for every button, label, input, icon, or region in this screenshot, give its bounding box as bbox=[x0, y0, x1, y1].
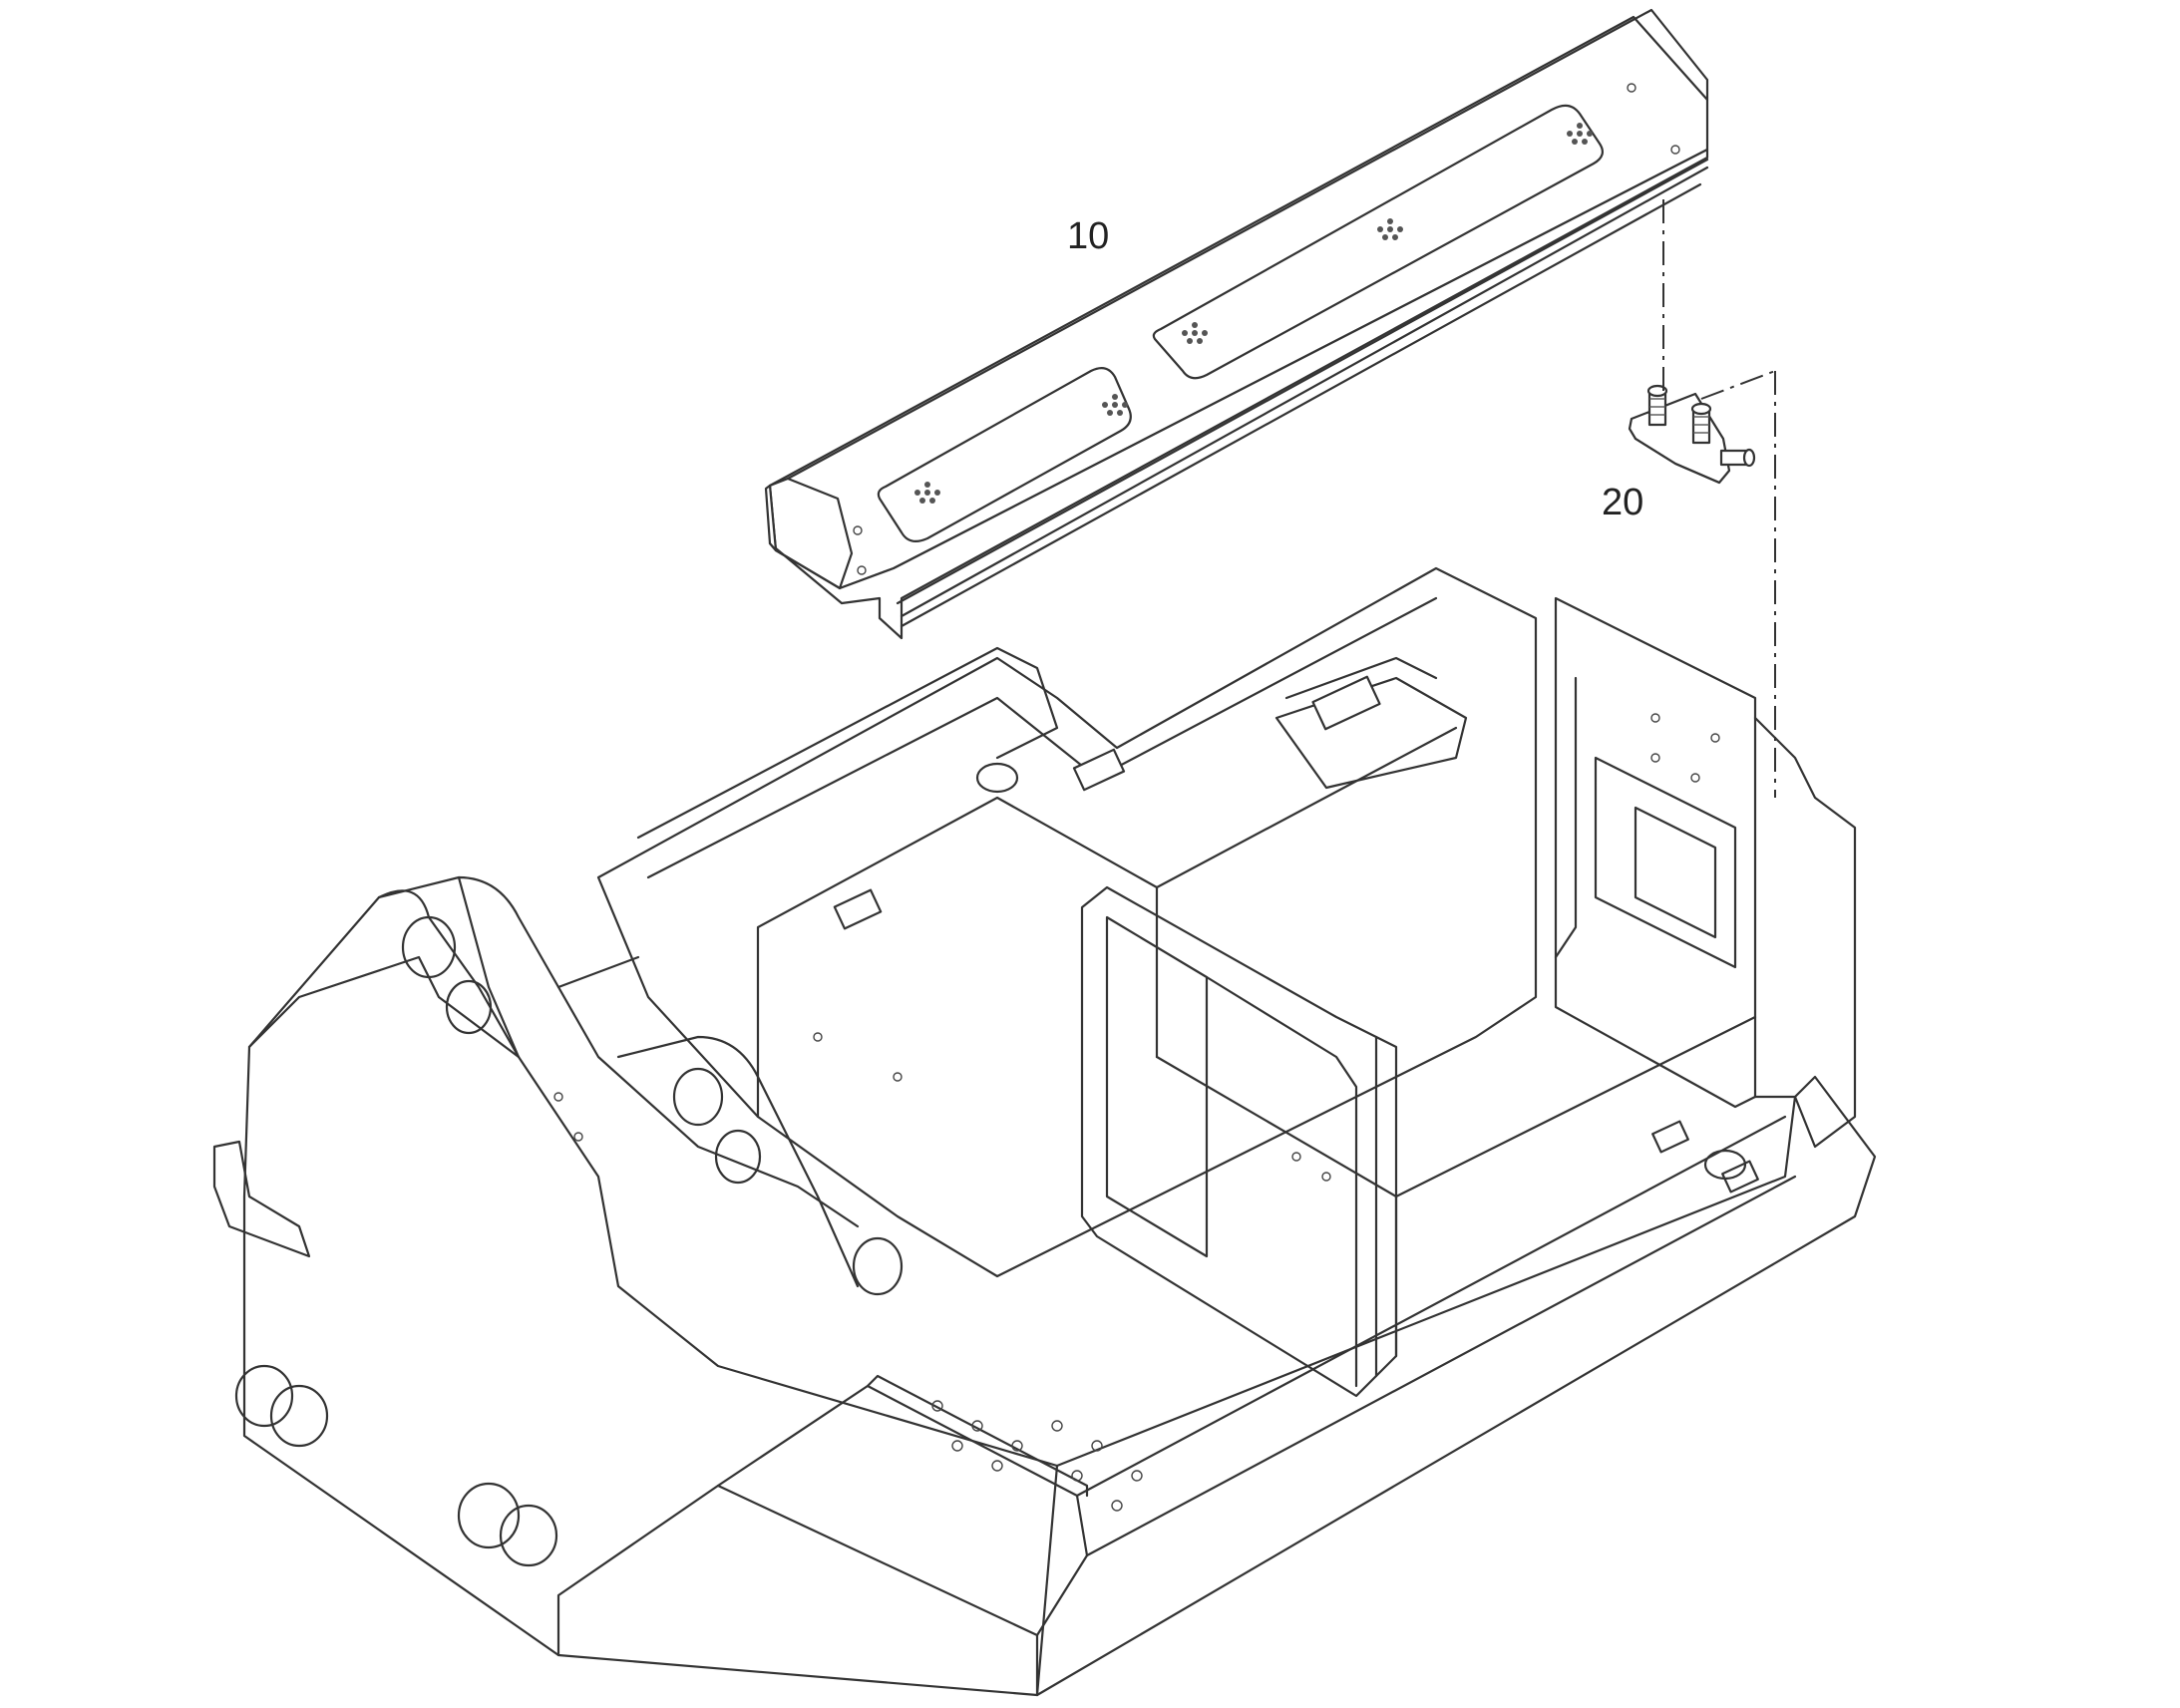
assembly-center-lines bbox=[1662, 199, 1776, 798]
machine-base-frame bbox=[212, 566, 1877, 1697]
part-20-bracket bbox=[1628, 384, 1756, 485]
callout-10: 10 bbox=[1067, 215, 1110, 257]
part-10-cover-panel bbox=[764, 8, 1709, 640]
callout-20: 20 bbox=[1602, 482, 1644, 523]
vent-perforations bbox=[914, 123, 1593, 504]
